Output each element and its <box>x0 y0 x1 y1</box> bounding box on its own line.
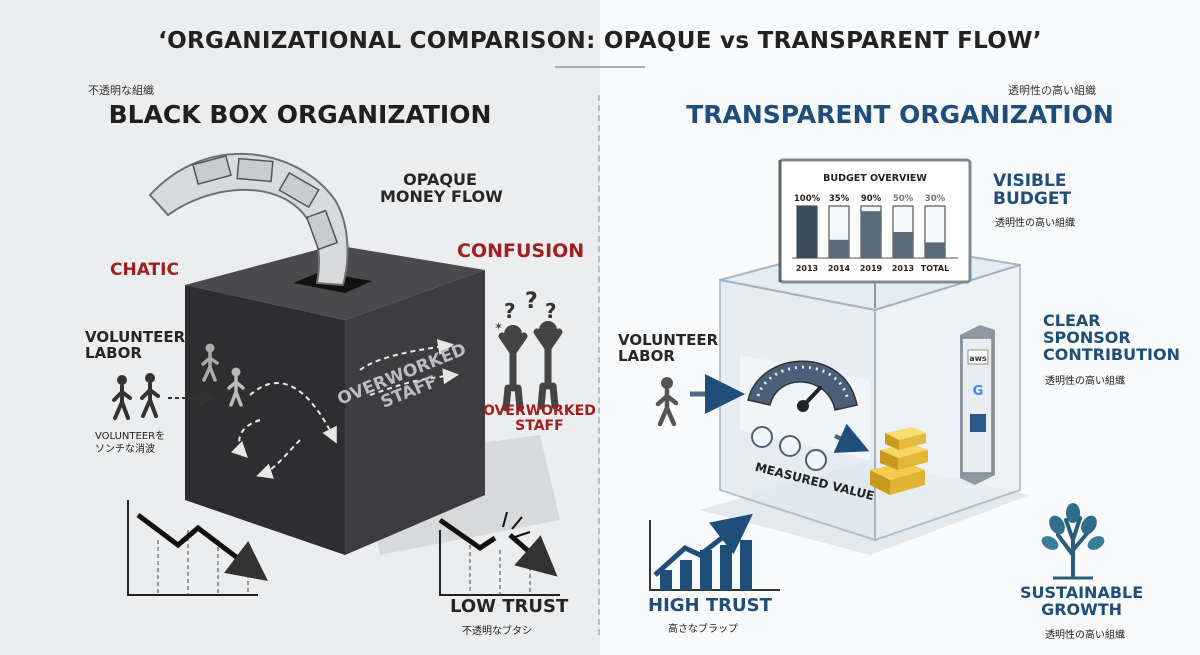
box-left-face <box>185 285 345 555</box>
chatic-label: CHATIC <box>110 260 179 280</box>
right-jp-tag: 透明性の高い組織 <box>1008 84 1096 97</box>
budget-bar <box>925 242 945 258</box>
sponsor-tower-icon: aws G <box>960 325 995 485</box>
svg-text:?: ? <box>545 299 557 323</box>
chart-metric-icon <box>805 449 827 471</box>
budget-bar-value: 90% <box>861 194 882 204</box>
google-logo-icon: G <box>973 384 984 399</box>
transparent-heading: TRANSPARENT ORGANIZATION <box>686 100 1114 129</box>
budget-bar-label: 2013 <box>796 264 818 273</box>
panel-divider <box>598 95 600 635</box>
aws-logo: aws <box>969 354 987 363</box>
volunteer-labor-left-label: VOLUNTEER LABOR <box>85 328 186 362</box>
high-trust-label: HIGH TRUST <box>648 595 772 616</box>
title-underline <box>555 66 645 68</box>
left-jp-tag: 不透明な組織 <box>88 84 154 97</box>
growth-tree-icon <box>1041 503 1105 580</box>
overworked-staff-label: OVERWORKED STAFF <box>483 403 596 434</box>
low-trust-note: 不透明なブタシ <box>462 626 532 637</box>
low-trust-label: LOW TRUST <box>450 596 569 617</box>
chaotic-arrows-icon <box>230 339 459 479</box>
opaque-money-label: OPAQUE MONEY FLOW <box>380 170 503 206</box>
budget-bar-label: 2014 <box>828 264 851 273</box>
corporate-logo-icon <box>970 414 986 432</box>
visible-budget-label: VISIBLE BUDGET <box>993 171 1072 209</box>
budget-bar <box>893 232 913 258</box>
question-marks-icon: ? ? ? <box>504 289 557 323</box>
svg-text:?: ? <box>504 299 516 323</box>
confusion-label: CONFUSION <box>457 240 585 262</box>
budget-bar <box>829 239 849 258</box>
volunteer-note-left: VOLUNTEERを ソンチな消波 <box>95 431 166 455</box>
budget-bar-label: TOTAL <box>921 264 949 273</box>
budget-bar <box>797 206 817 258</box>
heart-metric-icon <box>779 435 801 457</box>
budget-bar-label: 2013 <box>892 264 914 273</box>
money-flow-icon <box>148 152 349 287</box>
budget-bar-label: 2019 <box>860 264 883 273</box>
page-title: ‘ORGANIZATIONAL COMPARISON: OPAQUE vs TR… <box>158 28 1042 54</box>
sustainable-growth-label: SUSTAINABLE GROWTH <box>1020 583 1144 619</box>
rising-chart-icon <box>649 513 780 591</box>
declining-chart-right-icon <box>438 511 560 596</box>
metric-icons <box>751 426 827 471</box>
declining-chart-left-icon <box>127 500 268 596</box>
high-trust-note: 高さなブラップ <box>668 624 738 635</box>
budget-board-title: BUDGET OVERVIEW <box>823 173 927 184</box>
gold-bars-icon <box>870 427 928 495</box>
volunteer-labor-right-label: VOLUNTEER LABOR <box>618 331 719 365</box>
budget-bar <box>861 211 881 258</box>
gauge-icon <box>747 360 858 412</box>
confused-staff-icon: ✶ <box>494 320 563 412</box>
growth-note: 透明性の高い組織 <box>1045 630 1125 641</box>
box-staff-figures-icon <box>201 343 245 407</box>
sponsor-contribution-label: CLEAR SPONSOR CONTRIBUTION <box>1043 311 1180 364</box>
volunteer-right-icon <box>655 374 745 427</box>
svg-text:?: ? <box>525 289 538 314</box>
black-box-heading: BLACK BOX ORGANIZATION <box>108 100 492 129</box>
budget-bar-value: 30% <box>925 194 946 204</box>
budget-bar-value: 50% <box>893 194 914 204</box>
budget-bar-value: 100% <box>794 194 821 204</box>
svg-text:✶: ✶ <box>494 320 503 333</box>
budget-bar-value: 35% <box>829 194 850 204</box>
volunteer-figures-icon <box>112 373 216 420</box>
visible-budget-note: 透明性の高い組織 <box>995 218 1075 229</box>
sponsor-note: 透明性の高い組織 <box>1045 376 1125 387</box>
budget-bars: 100% 2013 35% 2014 90% 2019 50% 2013 30% TOTAL <box>794 194 949 273</box>
user-metric-icon <box>751 426 773 448</box>
